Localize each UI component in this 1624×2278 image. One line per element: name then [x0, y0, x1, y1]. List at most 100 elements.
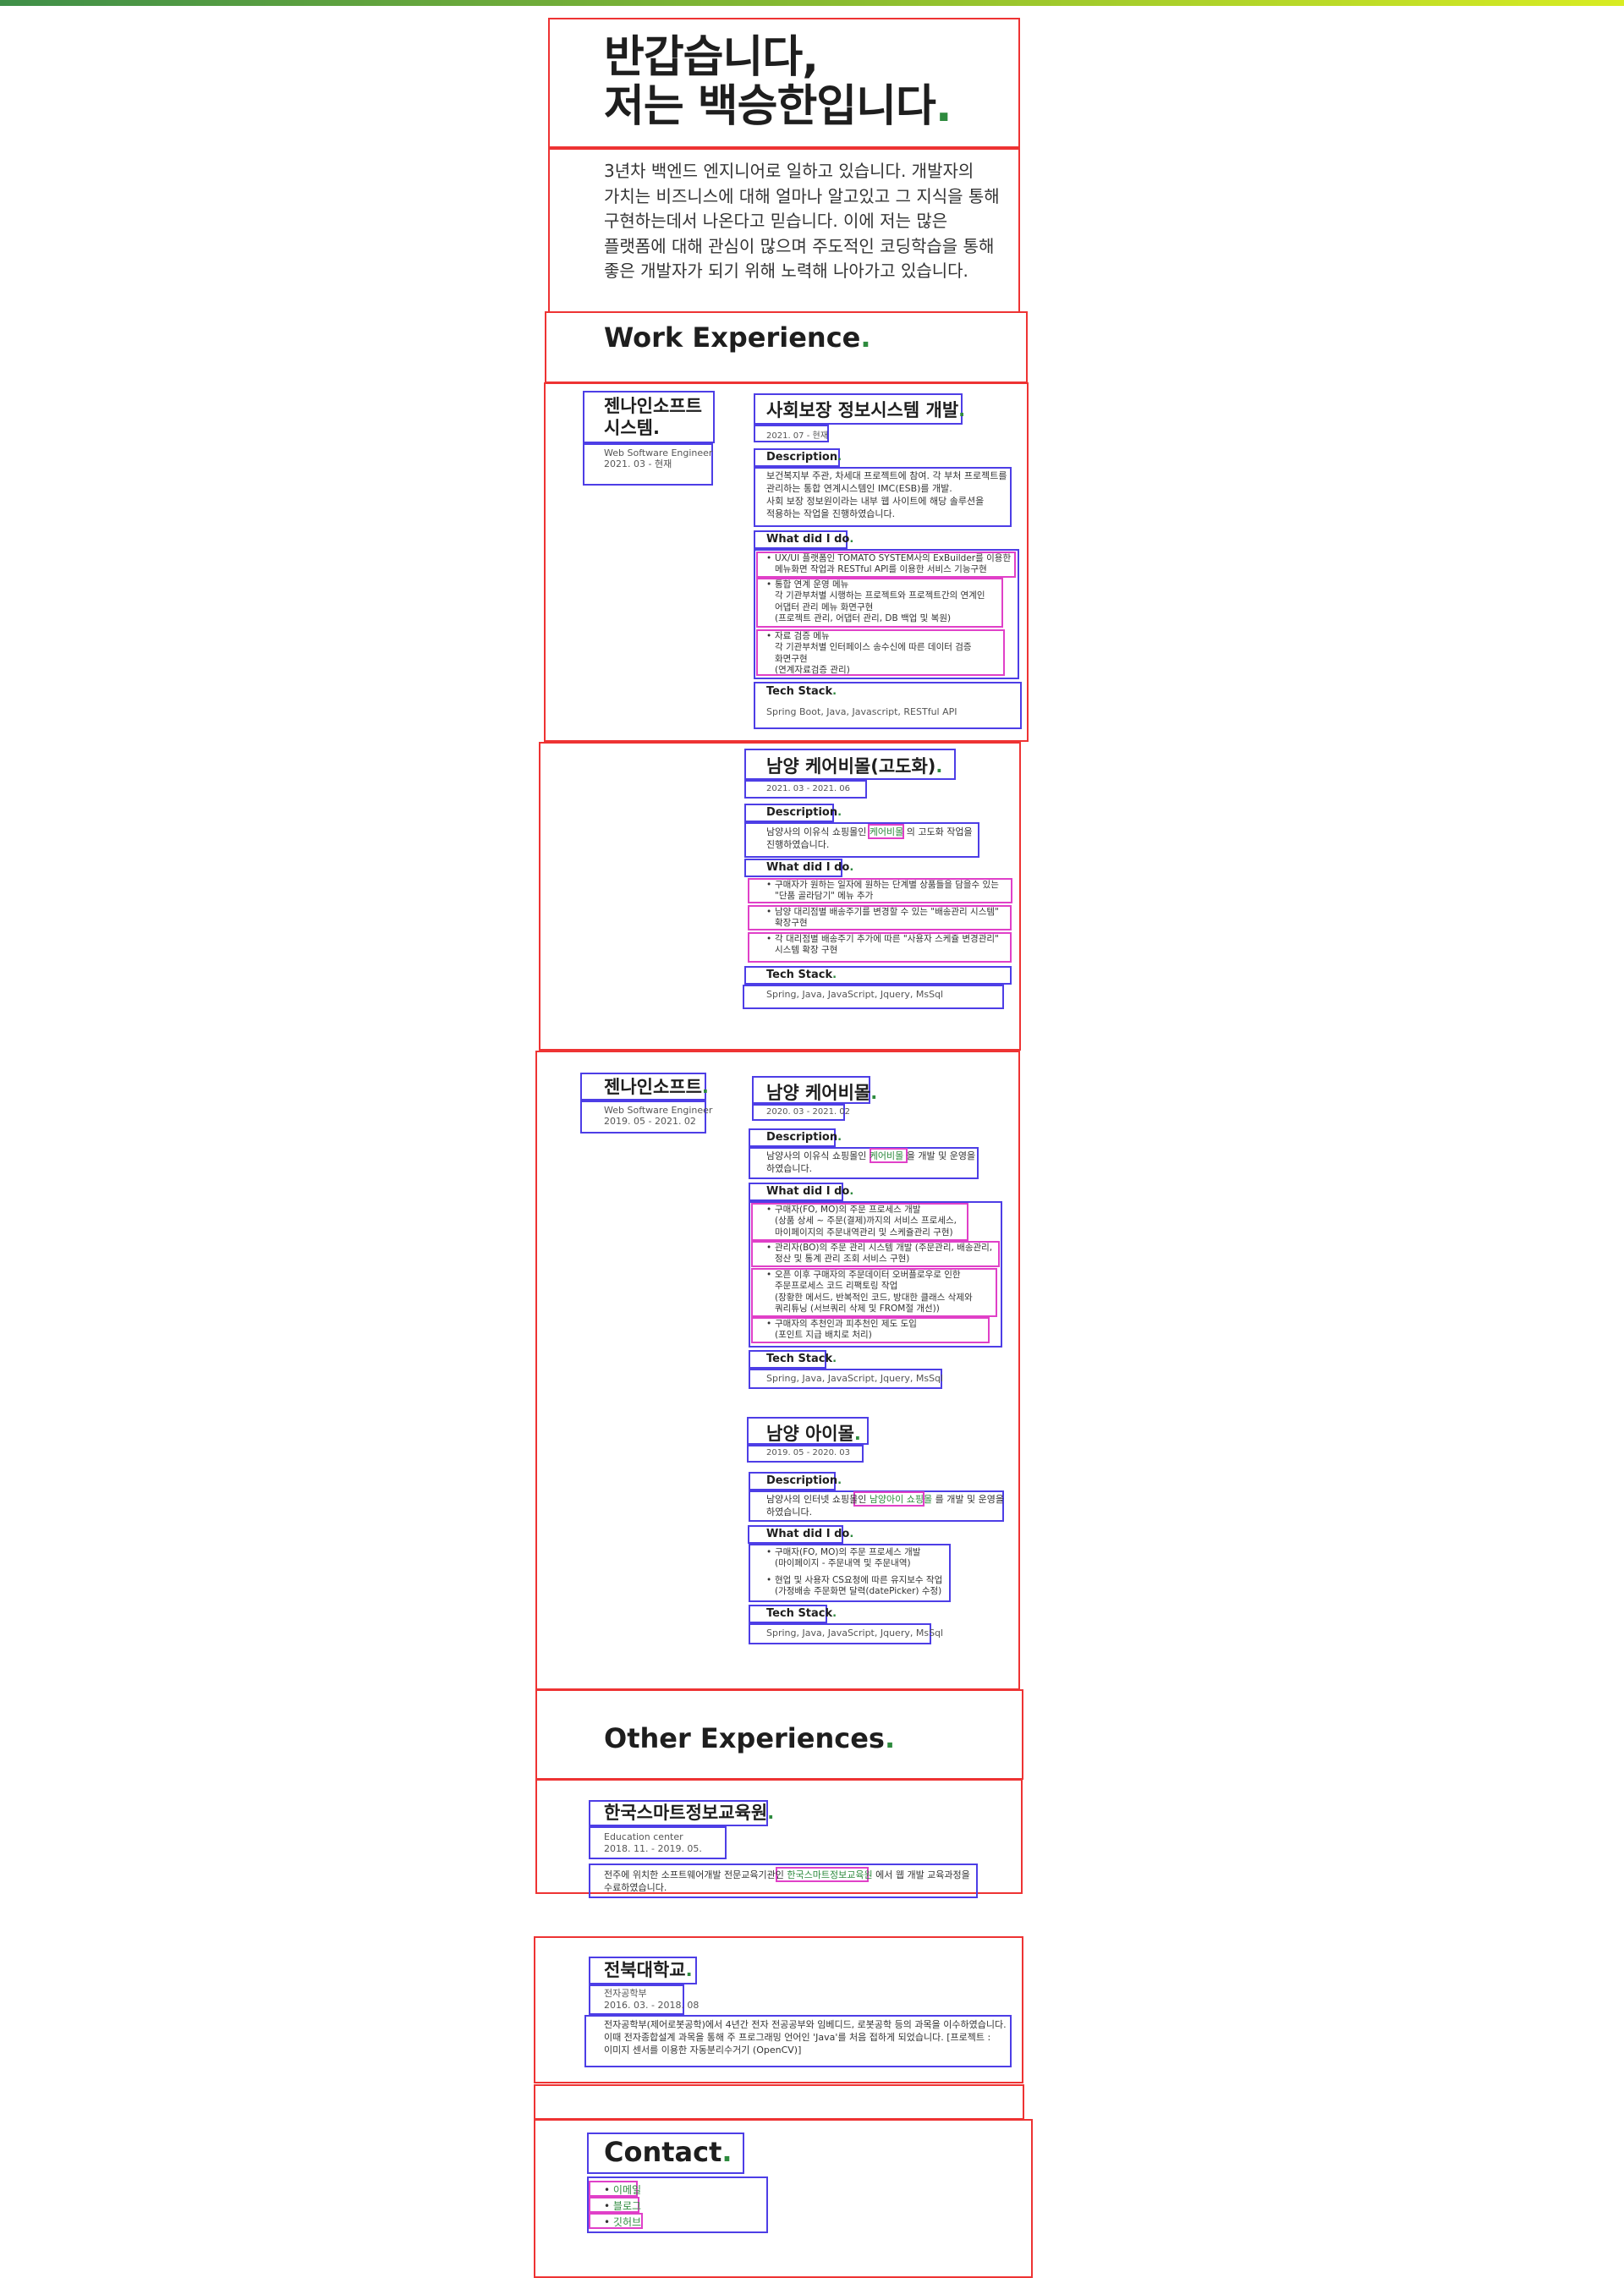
contact-github-link[interactable]: 깃허브: [612, 2216, 642, 2228]
project-title-careb-mall: 남양 케어비몰.: [766, 1079, 877, 1105]
project-title-careb-mall-upgrade: 남양 케어비몰(고도화).: [766, 753, 942, 778]
bullet-icon: •: [604, 2184, 613, 2196]
what-label-dot: .: [849, 861, 854, 874]
tech-stack-label: Tech Stack.: [766, 1353, 837, 1365]
edu2-description: 전자공학부(제어로봇공학)에서 4년간 전자 전공공부와 임베디드, 로봇공학 …: [604, 2018, 1010, 2056]
project-date-box: [754, 425, 829, 442]
contact-item-email[interactable]: • 이메일: [604, 2182, 641, 2197]
description-line: 사회 보장 정보원이라는 내부 웹 사이트에 해당 솔루션을: [766, 496, 985, 507]
description-text: 의 고도화 작업을: [903, 826, 973, 837]
what-label-box: [754, 530, 848, 549]
intro-line: 좋은 개발자가 되기 위해 노력해 나아가고 있습니다.: [604, 261, 968, 281]
list-item-line: 구매자(FO, MO)의 주문 프로세스 개발: [775, 1547, 921, 1557]
list-item-line: (마이페이지 - 주문내역 및 주문내역): [775, 1558, 911, 1569]
list-item: 각 대리점별 배송주기 추가에 따른 "사용자 스케쥴 변경관리" 시스템 확장…: [766, 934, 1016, 957]
edu1-name-dot: .: [767, 1803, 775, 1823]
tech-label-box: [744, 966, 1012, 985]
tech-label-dot: .: [832, 685, 837, 698]
list-item-line: 각 기관부처별 시행하는 프로젝트와 프로젝트간의 연계인: [775, 590, 985, 601]
tech-label-text: Tech Stack: [766, 685, 833, 698]
project-title-text: 남양 아이몰: [766, 1424, 854, 1444]
list-item-line: (포인트 지급 배치로 처리): [775, 1330, 872, 1341]
project-description-line2: 하였습니다.: [766, 1507, 813, 1518]
project-title-dot: .: [870, 1083, 878, 1103]
what-did-i-do-label: What did I do.: [766, 533, 853, 546]
project-title-box: [747, 1417, 869, 1445]
description-label-text: Description: [766, 451, 838, 464]
careb-mall-link[interactable]: 케어비몰: [869, 1150, 904, 1161]
list-item: 구매자의 추천인과 피추천인 제도 도입 (포인트 지급 배치로 처리): [766, 1319, 995, 1342]
project-description: 보건복지부 주관, 차세대 프로젝트에 참여. 각 부처 프로젝트를 관리하는 …: [766, 469, 1012, 520]
description-label-text: Description: [766, 1474, 838, 1487]
edu2-type: 전자공학부: [604, 1988, 647, 1999]
edu1-name: 한국스마트정보교육원.: [604, 1803, 774, 1824]
edu2-section: [534, 1936, 1023, 2083]
ksmart-link[interactable]: 한국스마트정보교육원: [787, 1869, 873, 1880]
project-description-line2: 진행하였습니다.: [766, 839, 830, 850]
job2-company-text: 젠나인소프트: [604, 1077, 702, 1097]
what-list-box: [754, 549, 1019, 679]
tech-stack-label: Tech Stack.: [766, 1607, 837, 1620]
description-text: 를 개발 및 운영을: [932, 1494, 1004, 1505]
spacer-section: [534, 2084, 1024, 2120]
tech-stack-value: Spring, Java, JavaScript, Jquery, MsSql: [766, 1373, 944, 1384]
description-line: 보건복지부 주관, 차세대 프로젝트에 참여. 각 부처 프로젝트를: [766, 470, 1007, 481]
what-label-box: [744, 859, 842, 877]
project-title-box: [754, 393, 963, 425]
job1-project2-section: [539, 742, 1021, 1051]
project-date-box: [747, 1445, 864, 1463]
tech-stack-label: Tech Stack.: [766, 685, 837, 698]
contact-section: [534, 2119, 1033, 2278]
list-item-line: 통합 연계 운영 메뉴: [775, 579, 849, 590]
project-description: 남양사의 이유식 쇼핑몰인 케어비몰 을 개발 및 운영을: [766, 1150, 975, 1162]
list-item-line: 구매자가 원하는 일자에 원하는 단계별 상품들을 담을수 있는: [775, 880, 999, 890]
careb-mall-link[interactable]: 케어비몰: [869, 826, 904, 837]
namyang-imall-link[interactable]: 남양아이 쇼핑몰: [869, 1494, 933, 1505]
project-title-text: 사회보장 정보시스템 개발: [766, 400, 959, 420]
project-date: 2020. 03 - 2021. 02: [766, 1107, 851, 1117]
project-title-namyang-imall: 남양 아이몰.: [766, 1420, 861, 1446]
description-label-dot: .: [837, 451, 842, 464]
project-date: 2019. 05 - 2020. 03: [766, 1448, 851, 1457]
job1-company-line1: 젠나인소프트: [604, 396, 702, 416]
intro-line: 3년차 백엔드 엔지니어로 일하고 있습니다. 개발자의: [604, 161, 974, 181]
list-item-line: (상품 상세 ~ 주문(결제)까지의 서비스 프로세스,: [775, 1216, 957, 1227]
job1-role: Web Software Engineer: [604, 447, 713, 458]
project-description: 남양사의 인터넷 쇼핑몰인 남양아이 쇼핑몰 를 개발 및 운영을: [766, 1493, 1004, 1506]
contact-blog-link[interactable]: 블로그: [612, 2200, 642, 2212]
contact-list-box: [587, 2176, 768, 2233]
link-box: [853, 1491, 924, 1507]
what-label-text: What did I do: [766, 861, 850, 874]
edu2-name: 전북대학교.: [604, 1960, 693, 1981]
description-label-dot: .: [837, 1131, 842, 1144]
list-item: 현업 및 사용자 CS요청에 따른 유지보수 작업 (가정배송 주문화면 달력(…: [766, 1575, 952, 1598]
work-experience-title: Work Experience.: [604, 321, 871, 354]
description-label: Description.: [766, 451, 842, 464]
tech-label-box: [749, 1350, 826, 1369]
job2-company-box: [580, 1073, 706, 1101]
project-title-box: [752, 1076, 870, 1104]
edu1-period: 2018. 11. - 2019. 05.: [604, 1843, 702, 1854]
project-description-line2: 하였습니다.: [766, 1163, 813, 1174]
contact-item-blog[interactable]: • 블로그: [604, 2198, 641, 2213]
link-box: [868, 824, 904, 839]
work-experience-title-dot: .: [860, 321, 871, 354]
contact-title-text: Contact: [604, 2136, 722, 2168]
tech-label-dot: .: [832, 1353, 837, 1365]
project-date: 2021. 07 - 현재: [766, 431, 828, 441]
tech-stack-label: Tech Stack.: [766, 969, 837, 981]
tech-label-box: [749, 1605, 827, 1623]
contact-email-link[interactable]: 이메일: [612, 2184, 642, 2196]
list-item-line: 구매자의 추천인과 피추천인 제도 도입: [775, 1319, 917, 1329]
edu2-name-dot: .: [685, 1960, 693, 1980]
description-line: 이미지 센서를 이용한 자동분리수거기 (OpenCV)]: [604, 2045, 802, 2056]
list-item-line: (프로젝트 관리, 어댑터 관리, DB 백업 및 복원): [775, 612, 952, 623]
job2-role: Web Software Engineer: [604, 1105, 713, 1116]
project-title-box: [744, 749, 956, 780]
what-list-box: [749, 1544, 951, 1602]
what-label-dot: .: [849, 533, 854, 546]
list-item-line: 구매자(FO, MO)의 주문 프로세스 개발: [775, 1205, 921, 1215]
contact-item-github[interactable]: • 깃허브: [604, 2215, 641, 2229]
tech-stack-value: Spring Boot, Java, Javascript, RESTful A…: [766, 706, 957, 717]
list-item-line: 화면구현: [775, 653, 808, 664]
